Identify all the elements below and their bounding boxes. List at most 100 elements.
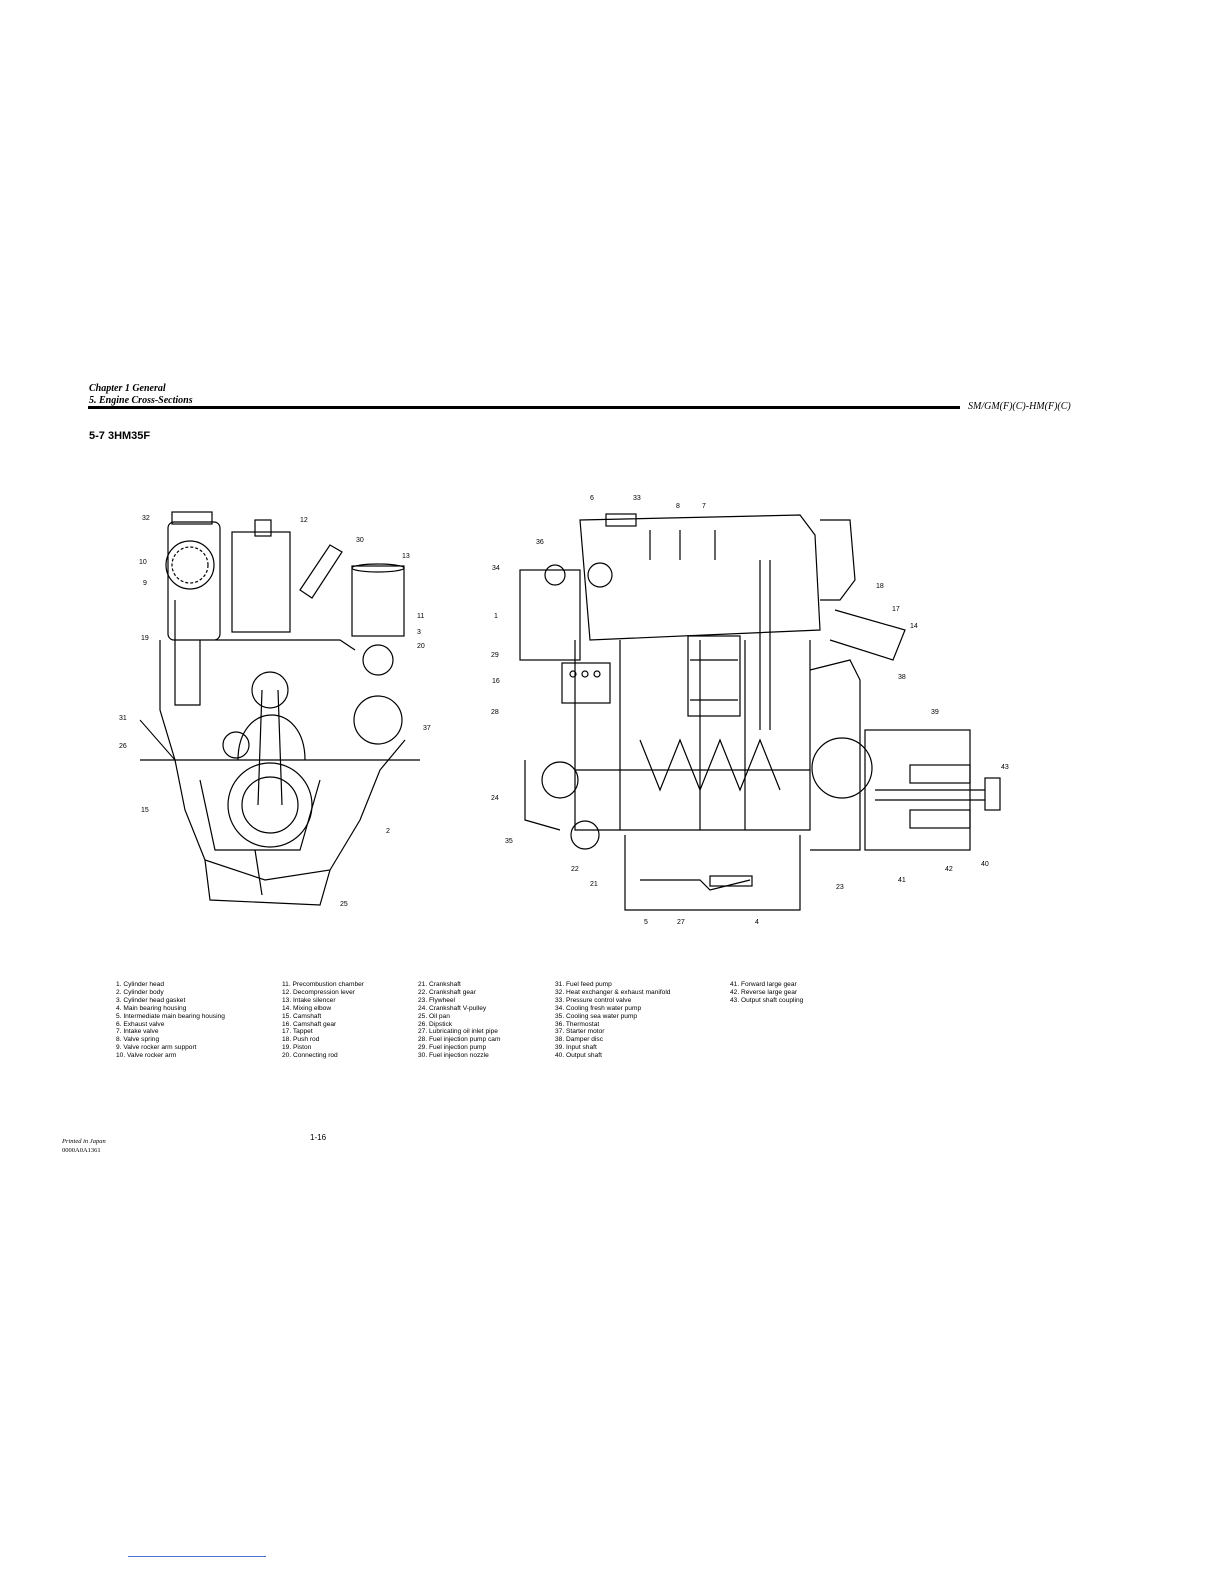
legend-item: 4. Main bearing housing [116,1004,187,1012]
callout-label: 13 [402,553,410,560]
callout-label: 32 [142,515,150,522]
callout-label: 14 [910,623,918,630]
chapter-title: Chapter 1 General [89,383,166,394]
legend-item: 43. Output shaft coupling [730,996,804,1004]
legend-item: 6. Exhaust valve [116,1020,165,1028]
legend-item: 31. Fuel feed pump [555,981,612,988]
legend-item: 3. Cylinder head gasket [116,996,186,1004]
legend-item: 14. Mixing elbow [282,1004,332,1012]
callout-label: 36 [536,539,544,546]
legend-item: 29. Fuel injection pump [418,1044,487,1052]
callout-label: 17 [892,606,900,613]
callout-label: 38 [898,674,906,681]
callout-label: 25 [340,901,348,908]
legend-item: 25. Oil pan [418,1012,450,1020]
callout-label: 7 [702,503,706,510]
callout-label: 18 [876,583,884,590]
legend-item: 23. Flywheel [418,996,456,1004]
callout-label: 11 [417,613,424,620]
callout-label: 21 [590,881,598,888]
callout-label: 1 [494,613,498,620]
legend-item: 35. Cooling sea water pump [555,1012,638,1020]
callout-label: 28 [491,709,499,716]
side-view-callouts: 6 33 8 7 36 34 18 1 17 14 29 16 38 28 39… [491,495,1009,926]
callout-label: 30 [356,537,364,544]
printed-note: Printed in Japan [62,1138,106,1145]
callout-label: 19 [141,635,149,642]
callout-label: 10 [139,559,147,566]
legend-item: 16. Camshaft gear [282,1020,337,1028]
legend-item: 26. Dipstick [418,1020,453,1028]
legend-item: 19. Piston [282,1044,312,1052]
legend-item: 9. Valve rocker arm support [116,1044,197,1052]
legend-item: 32. Heat exchanger & exhaust manifold [555,988,671,996]
callout-label: 15 [141,807,149,814]
legend-item: 11. Precombustion chamber [282,981,364,988]
legend-item: 22. Crankshaft gear [418,988,476,996]
legend-item: 12. Decompression lever [282,988,355,996]
legend-item: 27. Lubricating oil inlet pipe [418,1028,498,1036]
callout-label: 42 [945,866,953,873]
legend-item: 34. Cooling fresh water pump [555,1004,642,1012]
legend-item: 28. Fuel injection pump cam [418,1036,501,1044]
side-view-drawing [519,513,1001,911]
callout-label: 4 [755,919,759,926]
callout-label: 35 [505,838,513,845]
callout-label: 31 [119,715,127,722]
callout-label: 41 [898,877,906,884]
document-number: 0000A0A1361 [62,1147,101,1154]
callout-label: 26 [119,743,127,750]
legend-item: 40. Output shaft [555,1052,602,1060]
callout-label: 8 [676,503,680,510]
callout-label: 12 [300,517,308,524]
callout-label: 6 [590,495,594,502]
legend-item: 37. Starter motor [555,1028,605,1036]
legend-item: 39. Input shaft [555,1044,597,1052]
callout-label: 9 [143,580,147,587]
legend-column-1: 1. Cylinder head 2. Cylinder body 3. Cyl… [116,981,225,1060]
callout-label: 33 [633,495,641,502]
callout-label: 22 [571,866,579,873]
legend-item: 36. Thermostat [555,1020,600,1028]
legend-column-3: 21. Crankshaft 22. Crankshaft gear 23. F… [418,981,500,1060]
callout-label: 16 [492,678,500,685]
callout-label: 20 [417,643,425,650]
legend-item: 18. Push rod [282,1036,320,1044]
callout-label: 37 [423,725,431,732]
model-label: SM/GM(F)(C)-HM(F)(C) [968,401,1071,412]
legend-item: 2. Cylinder body [116,988,164,996]
page-title: 5-7 3HM35F [89,430,151,442]
page-number: 1-16 [310,1133,327,1142]
front-view-callouts: 32 12 30 13 10 9 11 3 19 20 31 26 37 15 … [119,515,431,908]
legend-column-5: 41. Forward large gear 42. Reverse large… [730,981,803,1005]
callout-label: 24 [491,795,499,802]
legend-item: 41. Forward large gear [730,981,797,988]
footer-rule [128,1556,266,1557]
legend-item: 15. Camshaft [282,1012,322,1020]
legend-item: 38. Damper disc [555,1036,604,1044]
legend-item: 24. Crankshaft V-pulley [418,1004,487,1012]
legend-column-2: 11. Precombustion chamber 12. Decompress… [282,981,364,1060]
callout-label: 3 [417,629,421,636]
callout-label: 39 [931,709,939,716]
legend-item: 8. Valve spring [116,1036,160,1044]
legend-item: 21. Crankshaft [418,981,461,988]
callout-label: 2 [386,828,390,835]
callout-label: 29 [491,652,499,659]
legend-item: 33. Pressure control valve [555,996,632,1004]
callout-label: 27 [677,919,685,926]
legend-item: 42. Reverse large gear [730,988,798,996]
legend-item: 10. Valve rocker arm [116,1052,177,1060]
chapter-heading: Chapter 1 General 5. Engine Cross-Sectio… [89,383,193,407]
front-view-drawing [139,511,420,906]
legend-item: 30. Fuel injection nozzle [418,1052,489,1060]
callout-label: 5 [644,919,648,926]
callout-label: 23 [836,884,844,891]
header-rule [88,406,960,409]
legend-item: 1. Cylinder head [116,981,165,988]
legend-item: 20. Connecting rod [282,1052,338,1060]
callout-label: 34 [492,565,500,572]
legend-item: 17. Tappet [282,1028,313,1036]
legend-item: 7. Intake valve [116,1028,159,1036]
